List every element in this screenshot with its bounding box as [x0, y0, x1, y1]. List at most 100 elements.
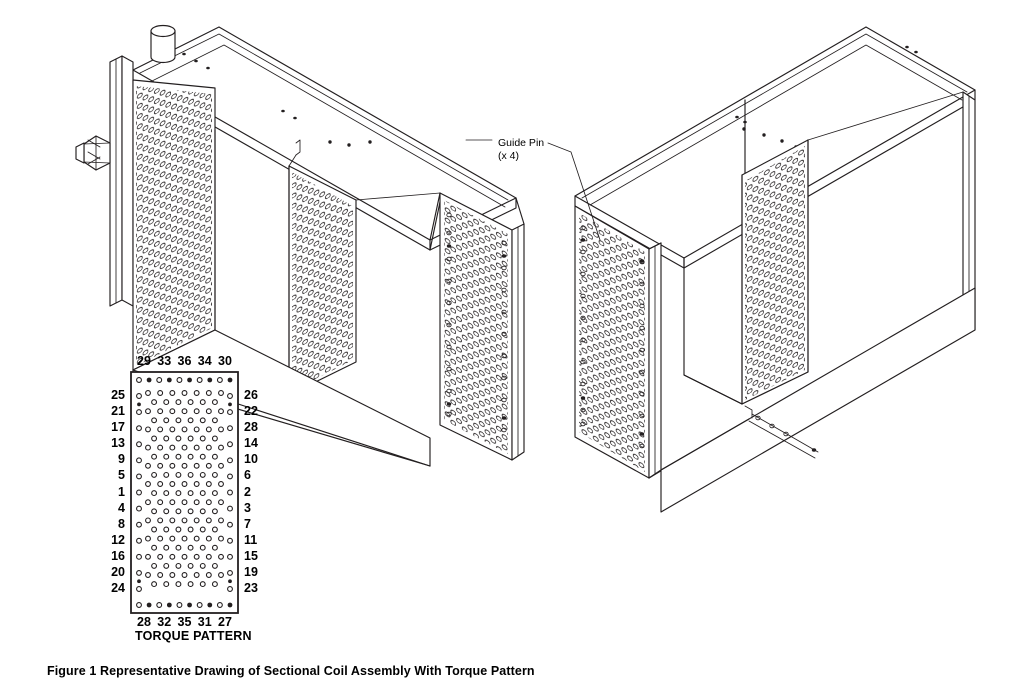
torque-right-label-3: 14 — [244, 436, 258, 451]
torque-tube-hole — [175, 435, 182, 442]
torque-tube-hole — [205, 426, 212, 433]
torque-tube-hole — [169, 444, 176, 451]
torque-tube-hole — [145, 444, 151, 451]
torque-tube-hole — [156, 377, 163, 383]
torque-tube-hole — [227, 537, 233, 544]
torque-tube-hole — [151, 508, 158, 515]
torque-left-label-10: 16 — [111, 548, 125, 563]
torque-tube-hole — [136, 602, 142, 608]
torque-bottom-label-32: 32 — [157, 615, 172, 629]
torque-tube-hole — [169, 535, 176, 542]
torque-tube-hole — [187, 544, 194, 551]
torque-bottom-label-31: 31 — [197, 615, 212, 629]
torque-tube-hole — [218, 390, 224, 396]
torque-right-label-11: 19 — [244, 564, 258, 579]
torque-tube-hole — [136, 473, 142, 480]
torque-tube-hole — [181, 553, 188, 560]
torque-tube-hole — [163, 544, 170, 551]
right-end-flange-holes — [580, 225, 645, 449]
torque-left-label-7: 4 — [118, 500, 125, 515]
torque-left-label-11: 20 — [111, 564, 125, 579]
left-top-rail-fasteners — [182, 52, 297, 120]
torque-top-label-29: 29 — [137, 354, 151, 368]
torque-tube-hole — [205, 462, 212, 469]
torque-tube-hole — [175, 526, 182, 533]
torque-right-label-9: 11 — [244, 532, 258, 547]
torque-tube-hole — [211, 490, 218, 497]
torque-tube-hole — [163, 417, 170, 424]
torque-tube-hole — [199, 526, 206, 533]
torque-tube-hole — [145, 481, 151, 487]
torque-tube-hole — [193, 572, 200, 578]
torque-tube-hole — [211, 544, 218, 551]
torque-bolt-dot — [227, 377, 233, 383]
torque-tube-hole — [175, 490, 182, 497]
torque-tube-hole — [187, 490, 194, 497]
torque-tube-hole — [199, 562, 206, 569]
torque-tube-hole — [181, 535, 188, 542]
torque-tube-hole — [145, 462, 151, 469]
torque-tube-hole — [163, 508, 170, 515]
torque-bolt-dot — [228, 579, 232, 584]
torque-tube-hole — [211, 471, 218, 478]
torque-tube-hole — [196, 377, 203, 383]
torque-bolt-dot — [137, 402, 141, 407]
torque-tube-hole — [169, 481, 176, 487]
torque-tube-hole — [218, 535, 224, 542]
torque-tube-hole — [211, 435, 218, 442]
torque-tube-hole — [181, 462, 188, 469]
torque-bolt-dot — [166, 377, 172, 383]
torque-tube-hole — [169, 390, 176, 396]
torque-tube-hole — [163, 490, 170, 497]
torque-tube-hole — [187, 471, 194, 478]
torque-tube-hole — [218, 444, 224, 451]
torque-right-label-6: 2 — [244, 484, 251, 499]
torque-left-label-0: 25 — [111, 388, 125, 402]
torque-tube-hole — [218, 553, 224, 560]
torque-tube-hole — [199, 490, 206, 497]
torque-bolt-dot — [207, 602, 213, 608]
torque-tube-hole — [187, 399, 194, 406]
torque-tube-hole — [205, 517, 212, 524]
torque-tube-hole — [145, 390, 151, 396]
torque-tube-hole — [136, 425, 142, 432]
torque-tube-hole — [169, 408, 176, 415]
torque-tube-hole — [175, 562, 182, 569]
torque-tube-hole — [227, 425, 233, 432]
torque-tube-hole — [136, 505, 142, 512]
torque-tube-hole — [169, 426, 176, 433]
torque-bolt-dot — [146, 602, 152, 608]
torque-tube-hole — [193, 426, 200, 433]
torque-tube-hole — [205, 390, 212, 396]
torque-tube-hole — [157, 535, 164, 542]
torque-tube-hole — [157, 426, 164, 433]
torque-tube-hole — [218, 517, 224, 524]
torque-tube-hole — [187, 508, 194, 515]
torque-right-label-12: 23 — [244, 581, 258, 595]
torque-tube-hole — [157, 499, 164, 506]
torque-tube-hole — [157, 572, 164, 578]
left-top-connection-stub — [150, 24, 176, 64]
torque-left-label-12: 24 — [111, 581, 125, 595]
torque-tube-hole — [169, 462, 176, 469]
torque-tube-hole — [136, 441, 142, 448]
torque-pattern-diagram — [130, 371, 239, 614]
torque-tube-hole — [163, 471, 170, 478]
torque-right-label-1: 22 — [244, 404, 258, 419]
torque-tube-hole — [145, 499, 151, 506]
torque-tube-hole — [175, 544, 182, 551]
torque-tube-hole — [181, 426, 188, 433]
torque-tube-hole — [199, 453, 206, 460]
torque-tube-hole — [136, 409, 142, 416]
torque-tube-hole — [193, 553, 200, 560]
torque-tube-hole — [218, 462, 224, 469]
guide-pin-label-line1: Guide Pin — [498, 137, 545, 149]
torque-tube-hole — [136, 586, 142, 592]
torque-hole-grid — [136, 377, 233, 608]
torque-tube-hole — [163, 562, 170, 569]
guide-pin-leader-line — [465, 139, 601, 241]
torque-tube-hole — [211, 399, 218, 406]
torque-tube-hole — [145, 553, 151, 560]
torque-tube-hole — [205, 553, 212, 560]
torque-tube-hole — [199, 417, 206, 424]
